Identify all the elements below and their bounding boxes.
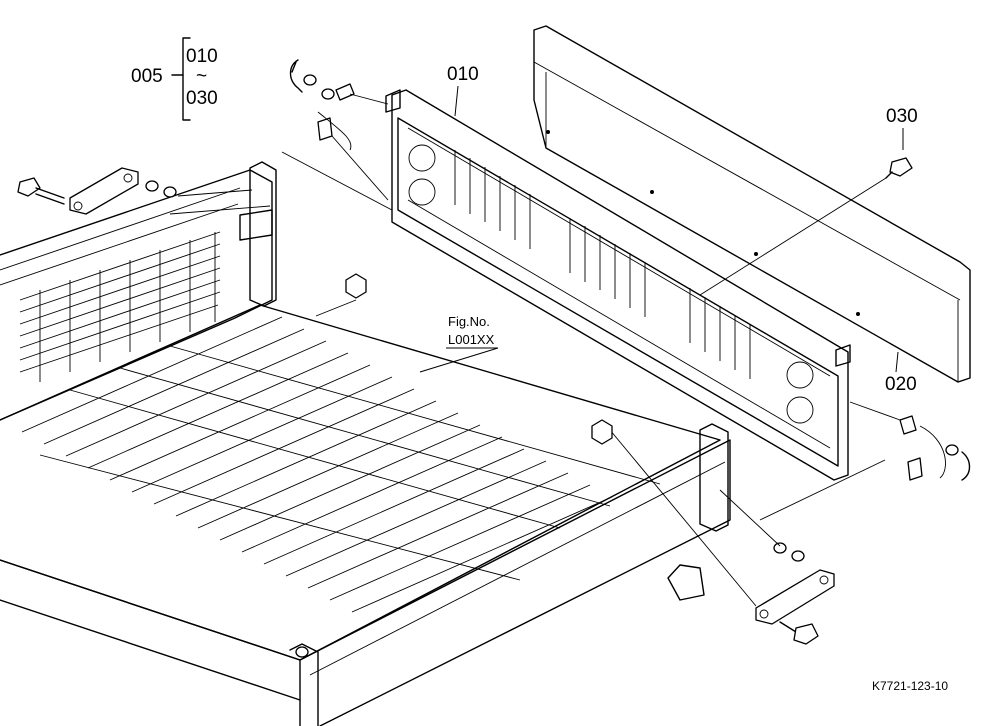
fig-caption: Fig.No. xyxy=(448,314,490,329)
range-tilde: ~ xyxy=(196,66,207,87)
bolt-030: 030 xyxy=(699,106,918,296)
washer-icon xyxy=(791,550,805,562)
part-number-010: 010 xyxy=(447,64,479,85)
part-number-030: 030 xyxy=(886,106,918,127)
bolt-icon xyxy=(889,157,913,177)
washer-icon xyxy=(163,186,177,198)
range-start: 010 xyxy=(186,46,218,67)
part-number-020: 020 xyxy=(885,374,917,395)
nut-icon xyxy=(345,273,367,299)
figure-reference: Fig.No. L001XX xyxy=(419,314,499,373)
pin-icon xyxy=(335,83,355,101)
assembly-callout: 005 010 ~ 030 xyxy=(131,37,218,121)
assembly-number: 005 xyxy=(131,66,163,87)
washer-icon xyxy=(321,88,335,100)
left-hinge-hardware xyxy=(17,167,367,317)
cargo-bed xyxy=(0,161,731,726)
clip-icon xyxy=(961,451,971,481)
pin-icon xyxy=(907,457,923,481)
washer-icon xyxy=(145,180,159,192)
bolt-icon xyxy=(793,623,819,645)
nut-icon xyxy=(591,419,613,445)
tailgate-ribs xyxy=(454,150,751,379)
side-panel-vent-grille xyxy=(19,231,221,382)
range-end: 030 xyxy=(186,88,218,109)
washer-icon xyxy=(303,74,317,86)
tailgate-010: 010 xyxy=(385,64,851,481)
right-hinge-hardware xyxy=(591,401,971,645)
clip-icon xyxy=(289,59,303,93)
drawing-reference: K7721-123-10 xyxy=(872,679,948,693)
fig-number: L001XX xyxy=(448,332,495,347)
cover-panel-020: 020 xyxy=(533,25,971,395)
bolt-icon xyxy=(17,177,41,197)
floor-slats xyxy=(21,316,661,613)
top-hinge-pin-hardware xyxy=(281,59,393,211)
washer-icon xyxy=(773,542,787,554)
pin-icon xyxy=(899,415,917,435)
washer-icon xyxy=(945,444,959,456)
